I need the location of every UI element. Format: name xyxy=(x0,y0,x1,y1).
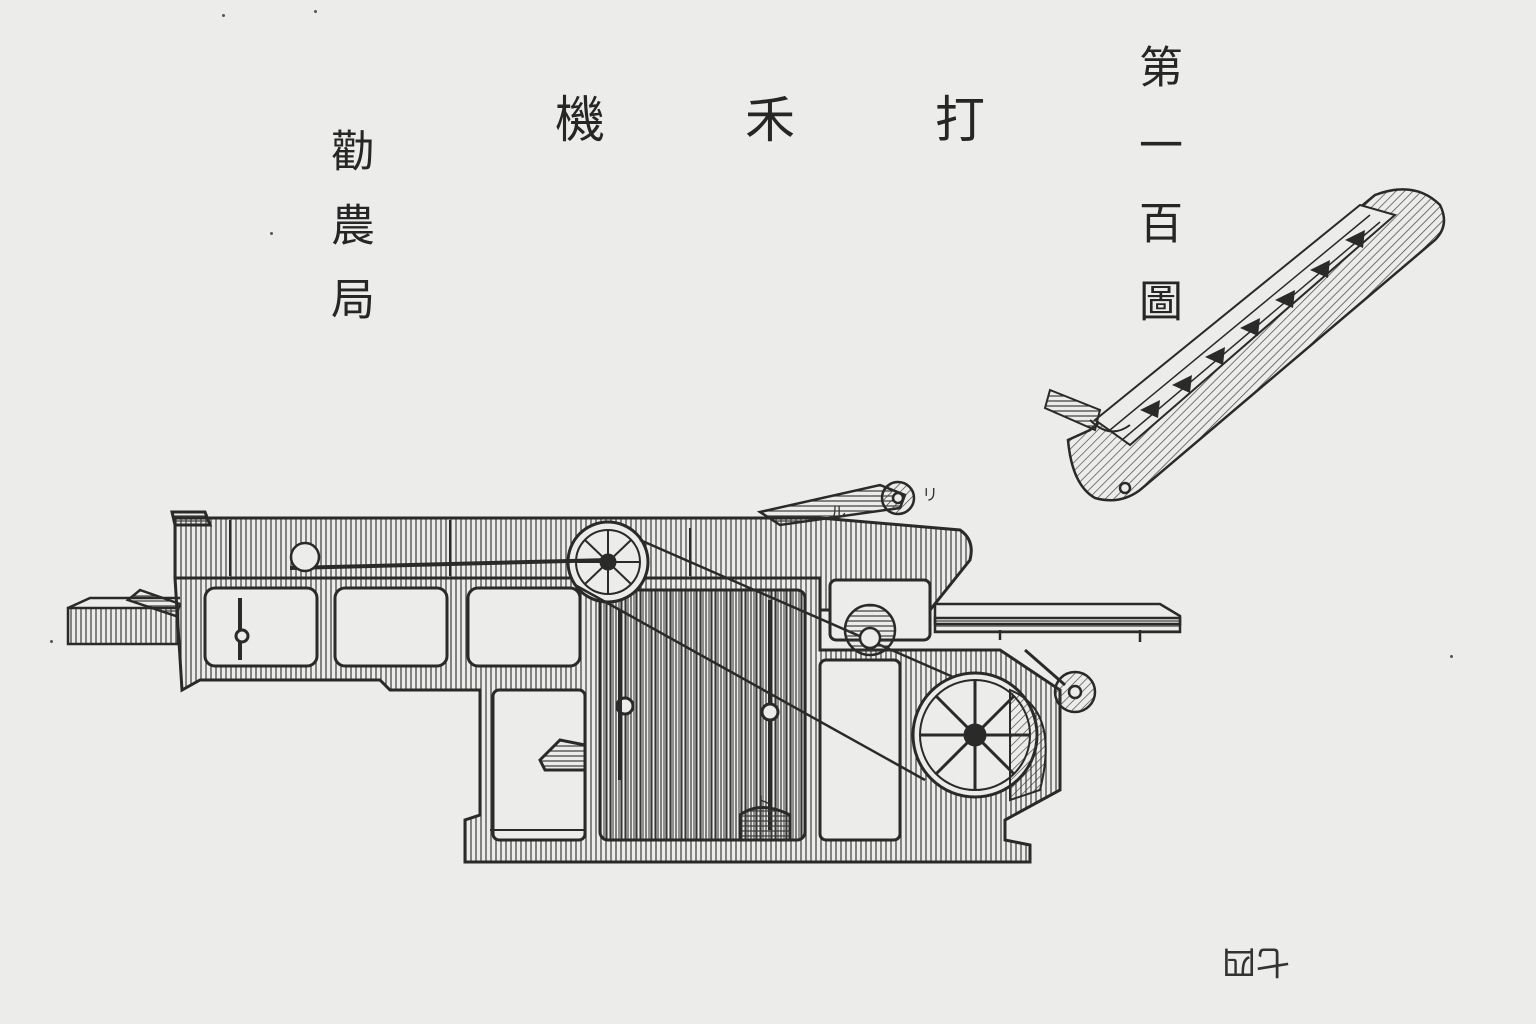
callout-to: ト xyxy=(755,793,771,812)
scan-speck xyxy=(50,640,53,643)
output-table xyxy=(933,602,1182,642)
figure-title: 機禾打 xyxy=(555,80,985,152)
drive-belt xyxy=(289,538,961,782)
callout-ri: リ xyxy=(922,485,938,504)
scan-speck xyxy=(270,232,273,235)
callout-labels: リ ル ト xyxy=(755,485,938,812)
callout-ru: ル xyxy=(830,503,846,522)
elevator-trough xyxy=(1043,188,1446,502)
title-char-3: 打 xyxy=(935,91,985,149)
scan-speck xyxy=(314,10,317,13)
figure-label: 第一百圖 xyxy=(1131,44,1182,356)
scan-speck xyxy=(1450,655,1453,658)
feed-table xyxy=(66,588,182,646)
lever-arm xyxy=(756,480,916,527)
scan-speck xyxy=(222,14,225,17)
publisher-label: 勸農局 xyxy=(323,128,374,350)
flywheel xyxy=(911,671,1047,802)
title-char-2: 禾 xyxy=(745,91,795,149)
small-gears xyxy=(289,541,1097,714)
title-char-1: 機 xyxy=(555,91,605,149)
